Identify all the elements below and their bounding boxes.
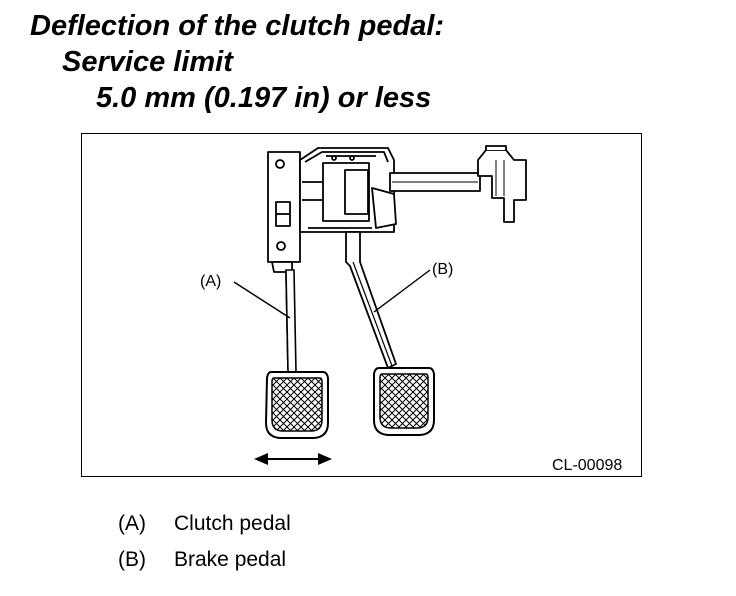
- pedal-bracket: [267, 145, 527, 263]
- callout-b-label: (B): [432, 261, 453, 278]
- heading-service-limit: Service limit: [62, 46, 233, 78]
- brake-pedal: [345, 231, 435, 436]
- figure-frame: [81, 133, 642, 477]
- legend-item-clutch: (A) Clutch pedal: [118, 512, 291, 536]
- legend-tag: (A): [118, 512, 146, 535]
- legend-item-brake: (B) Brake pedal: [118, 548, 286, 572]
- heading-title: Deflection of the clutch pedal:: [30, 10, 445, 42]
- clutch-pedal: [264, 261, 329, 439]
- callout-b-leader: [373, 269, 431, 313]
- double-headed-arrow-icon: [254, 453, 332, 465]
- legend-tag: (B): [118, 548, 146, 571]
- legend-label: Brake pedal: [174, 548, 287, 571]
- figure-id: CL-00098: [552, 457, 622, 474]
- legend-label: Clutch pedal: [174, 512, 291, 535]
- callout-a-label: (A): [200, 273, 221, 290]
- heading-limit-value: 5.0 mm (0.197 in) or less: [96, 82, 432, 114]
- callout-a-leader: [233, 281, 291, 319]
